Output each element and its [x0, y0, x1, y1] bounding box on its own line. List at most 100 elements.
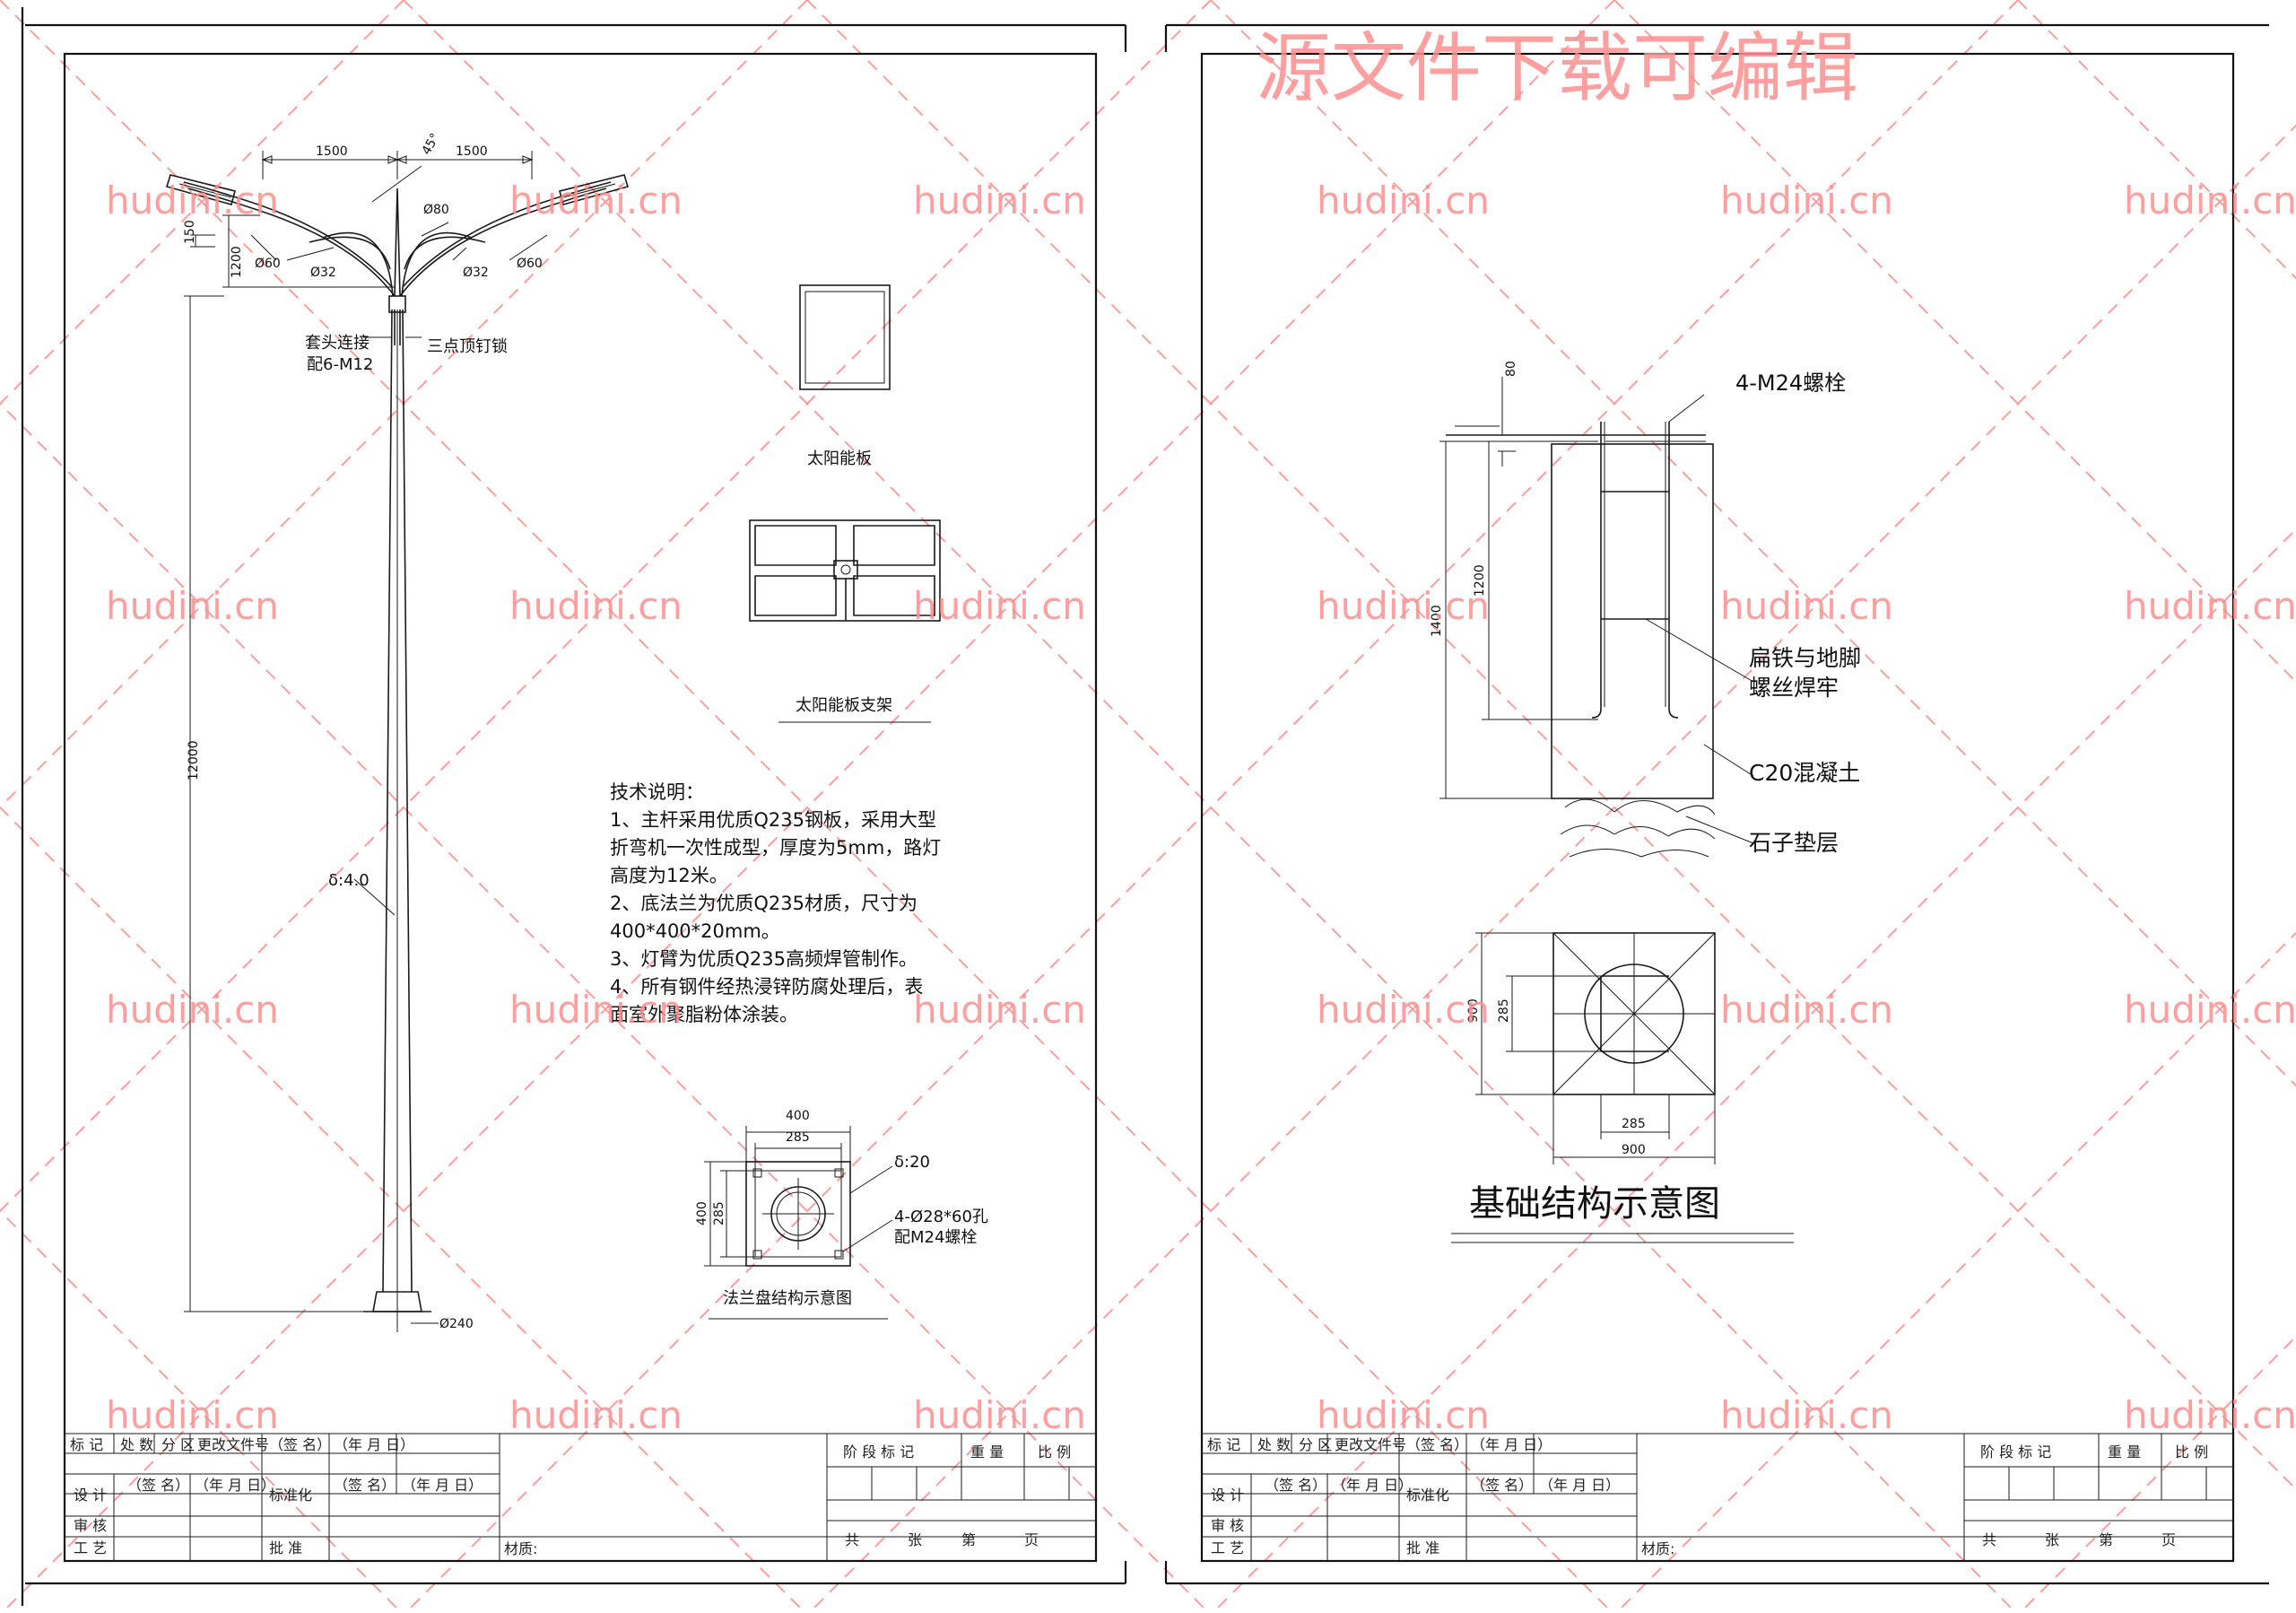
tech-note-line: 面室外聚脂粉体涂装。: [610, 1004, 798, 1025]
watermark-diagonal: [1619, 931, 2296, 1610]
watermark-label: hudini.cn: [509, 584, 683, 628]
plan-dim-bottom: 900: [1622, 1143, 1646, 1157]
title-block-cell: 工 艺: [74, 1539, 107, 1556]
title-block-cell: （年 月 日）: [1332, 1477, 1413, 1494]
title-block-cell: 更改文件号: [1335, 1436, 1406, 1453]
foundation-weld-label-2: 螺丝焊牢: [1749, 675, 1839, 701]
tech-note-line: 400*400*20mm。: [610, 920, 780, 942]
title-block-cell: （年 月 日）: [334, 1436, 414, 1453]
joint-label-3: 三点顶钉锁: [427, 337, 508, 356]
watermark-diagonal: [1613, 0, 2296, 684]
title-block-cell: 张: [908, 1531, 922, 1548]
watermark-label: hudini.cn: [509, 988, 683, 1032]
watermark-diagonal: [0, 0, 404, 405]
title-block-cell: 张: [2045, 1531, 2059, 1548]
plan-dim-inner: 285: [1497, 998, 1511, 1023]
watermark-label: hudini.cn: [1317, 179, 1490, 222]
tech-notes: 技术说明： 1、主杆采用优质Q235钢板，采用大型 折弯机一次性成型，厚度为5m…: [610, 781, 941, 1025]
watermark-diagonal: [0, 1209, 399, 1610]
dia-inner-left: Ø32: [310, 266, 336, 280]
title-block-cell: （签 名）: [334, 1477, 396, 1494]
title-block-cell: 标准化: [269, 1487, 312, 1504]
title-block-cell: （签 名）: [1471, 1477, 1533, 1494]
watermark-label: hudini.cn: [1720, 988, 1893, 1032]
foundation-dim-total: 1400: [1430, 605, 1444, 637]
title-block-cell: 设 计: [74, 1487, 107, 1504]
title-block-cell: 分 区: [161, 1436, 195, 1453]
watermark-diagonal: [2017, 0, 2296, 280]
plan-dim-side: 900: [1466, 998, 1481, 1023]
watermark-diagonal: [1215, 527, 2296, 1610]
title-block-cell: 重 量: [970, 1443, 1004, 1460]
joint-label-2: 配6-M12: [307, 355, 373, 374]
title-block-cell: 阶 段 标 记: [843, 1443, 914, 1460]
dia-arm-left: Ø60: [255, 257, 281, 271]
flange-caption: 法兰盘结构示意图: [723, 1289, 852, 1308]
sheet-left-frame: [21, 7, 1127, 1606]
title-block-cell: 标准化: [1406, 1487, 1449, 1504]
tech-note-line: 4、所有钢件经热浸锌防腐处理后，表: [610, 976, 923, 998]
solar-panel-drawing: [799, 284, 891, 390]
title-block-cell: 第: [2099, 1531, 2113, 1548]
title-block-cell: （签 名）: [1406, 1436, 1468, 1453]
foundation-dim-top: 80: [1504, 361, 1518, 377]
watermark-labels: hudini.cn hudini.cn hudini.cn hudini.cn hudi…: [106, 179, 2296, 1437]
solar-bracket-label: 太阳能板支架: [796, 696, 892, 715]
title-block-cell: （年 月 日）: [1539, 1477, 1620, 1494]
title-block-cell: 阶 段 标 记: [1980, 1443, 2051, 1460]
watermark-diagonal: [0, 0, 1610, 1610]
plan-dim-bottom-inner: 285: [1622, 1117, 1646, 1131]
watermark-diagonal: [0, 0, 1212, 1213]
watermark-label: hudini.cn: [2124, 179, 2296, 222]
watermark-label: hudini.cn: [106, 584, 279, 628]
watermark-label: hudini.cn: [1720, 179, 1893, 222]
title-block-cell: （年 月 日）: [1471, 1436, 1552, 1453]
dim-arm-height: 1200: [230, 246, 244, 278]
title-block-cell: 标 记: [1207, 1436, 1240, 1453]
tech-notes-title: 技术说明：: [610, 781, 704, 803]
title-block-cell: （年 月 日）: [402, 1477, 483, 1494]
dim-arm-right: 1500: [456, 144, 488, 159]
watermark-label: hudini.cn: [1317, 584, 1490, 628]
watermark-diagonal: [812, 124, 2296, 1610]
watermark-label: hudini.cn: [106, 988, 279, 1032]
watermark-diagonal: [4, 0, 1615, 1610]
title-block-cell: 处 数: [120, 1436, 153, 1453]
watermark-label: hudini.cn: [106, 179, 279, 222]
title-block-cell: （年 月 日）: [195, 1477, 275, 1494]
foundation-dim-depth: 1200: [1473, 564, 1487, 597]
foundation-gravel-label: 石子垫层: [1749, 830, 1839, 856]
title-block-cell: （签 名）: [269, 1436, 331, 1453]
tech-note-line: 折弯机一次性成型，厚度为5mm，路灯: [610, 837, 941, 859]
flange-thickness: δ:20: [894, 1153, 930, 1172]
watermark-label: hudini.cn: [913, 584, 1086, 628]
dia-top: Ø80: [423, 203, 449, 217]
watermark-label: hudini.cn: [509, 179, 683, 222]
title-block-cell: 重 量: [2108, 1443, 2141, 1460]
watermark-label: hudini.cn: [106, 1393, 279, 1437]
solar-bracket-drawing: [749, 519, 941, 622]
watermark-label: hudini.cn: [509, 1393, 683, 1437]
title-block-cell: 材质:: [1641, 1540, 1674, 1557]
title-block-cell: 处 数: [1257, 1436, 1291, 1453]
title-block-cell: 比 例: [2175, 1443, 2208, 1460]
joint-label-1: 套头连接: [305, 334, 370, 353]
watermark-diagonal: [408, 0, 2019, 1610]
foundation-section: [1439, 377, 1754, 858]
title-block-cell: 页: [1024, 1531, 1039, 1548]
dim-arm-left: 1500: [316, 144, 348, 159]
title-block-cell: 第: [961, 1531, 976, 1548]
title-block-cell: 批 准: [1406, 1539, 1439, 1556]
watermark-label: hudini.cn: [913, 179, 1086, 222]
dim-small: 150: [183, 220, 197, 244]
title-block-cell: （签 名）: [1265, 1477, 1326, 1494]
title-block-left: 标 记处 数分 区更改文件号（签 名）（年 月 日）设 计（签 名）（年 月 日…: [65, 1433, 1096, 1561]
title-block-cell: 共: [845, 1531, 859, 1548]
foundation-caption-underline: [1451, 1233, 1794, 1243]
title-block-cell: 更改文件号: [197, 1436, 269, 1453]
watermark-label: hudini.cn: [2124, 988, 2296, 1032]
flange-holes: 4-Ø28*60孔: [894, 1208, 988, 1226]
tech-note-line: 1、主杆采用优质Q235钢板，采用大型: [610, 809, 936, 831]
